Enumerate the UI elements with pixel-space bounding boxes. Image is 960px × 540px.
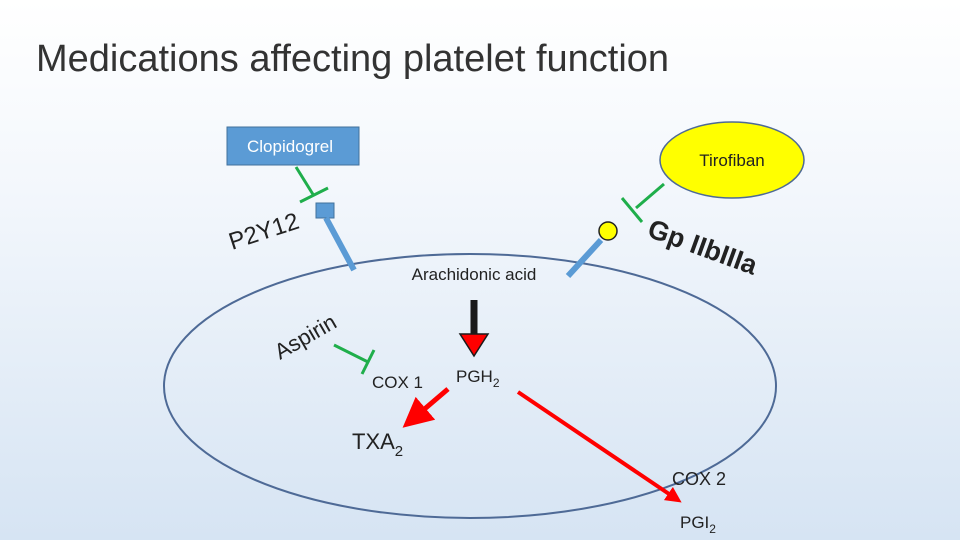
txa2-label: TXA2 xyxy=(352,429,403,460)
cox1-label: COX 1 xyxy=(372,373,423,392)
slide-title: Medications affecting platelet function xyxy=(36,38,670,80)
gp-binding-site xyxy=(598,221,618,241)
p2y12-label: P2Y12 xyxy=(226,208,303,256)
pgh2-label: PGH2 xyxy=(456,367,500,390)
gp-iib-iiia-label: Gp IIbIIIa xyxy=(644,213,762,281)
tirofiban-shape xyxy=(659,121,805,199)
p2y12-binding-site xyxy=(315,202,335,219)
gp-stalk xyxy=(565,237,604,279)
p2y12-receptor: P2Y12 xyxy=(226,202,357,272)
clopidogrel-node: Clopidogrel xyxy=(226,126,360,166)
arachidonic-acid-arrow xyxy=(458,300,490,358)
platelet-cell-outline xyxy=(163,253,777,519)
arachidonic-acid-label: Arachidonic acid xyxy=(412,265,537,284)
clopidogrel-box xyxy=(226,126,360,166)
pgi2-label: PGI2 xyxy=(680,513,716,536)
clopidogrel-label: Clopidogrel xyxy=(247,137,333,156)
aspirin-label: Aspirin xyxy=(270,309,341,364)
pgh2-to-pgi2-arrow xyxy=(516,390,682,503)
cox2-label: COX 2 xyxy=(672,469,726,489)
tirofiban-inhibitor xyxy=(620,182,665,223)
gp-iib-iiia-receptor: Gp IIbIIIa xyxy=(565,213,762,281)
aspirin-inhibitor xyxy=(333,343,376,375)
tirofiban-node: Tirofiban xyxy=(659,121,805,199)
cox1-to-txa2-arrow xyxy=(402,387,450,428)
p2y12-stalk xyxy=(323,216,357,272)
tirofiban-label: Tirofiban xyxy=(699,151,765,170)
clopidogrel-inhibitor xyxy=(294,166,329,204)
